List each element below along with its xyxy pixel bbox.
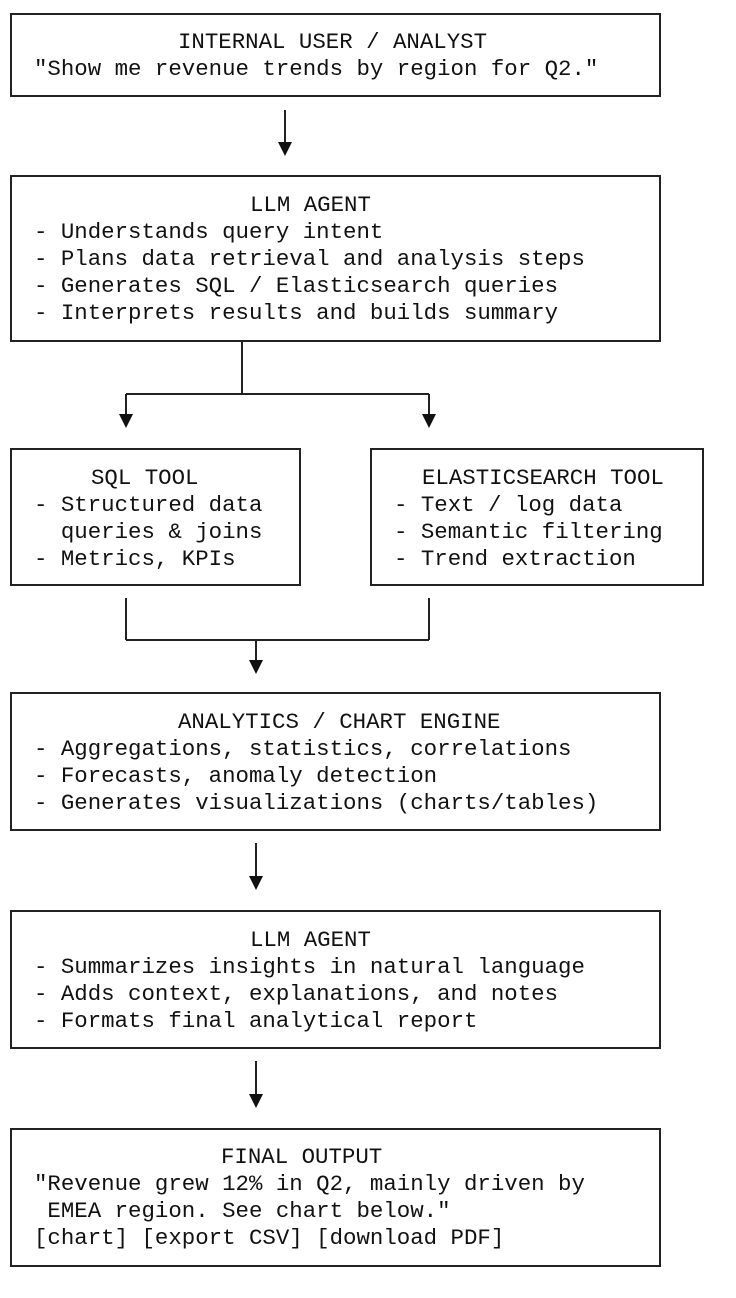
arrowhead-icon: [278, 142, 292, 156]
llm-summary-title: LLM AGENT: [250, 927, 371, 953]
user-query-text: "Show me revenue trends by region for Q2…: [34, 56, 599, 82]
llm-agent-title: LLM AGENT: [250, 192, 371, 218]
arrowhead-icon: [422, 414, 436, 428]
final-output-text: "Revenue grew 12% in Q2, mainly driven b…: [34, 1171, 585, 1197]
analytics-engine-item: - Aggregations, statistics, correlations: [34, 736, 572, 762]
final-output-box: FINAL OUTPUT "Revenue grew 12% in Q2, ma…: [10, 1128, 661, 1267]
user-box: INTERNAL USER / ANALYST "Show me revenue…: [10, 13, 661, 97]
arrowhead-icon: [249, 876, 263, 890]
llm-agent-step: - Understands query intent: [34, 219, 384, 245]
sql-tool-item: - Metrics, KPIs: [34, 546, 236, 572]
elasticsearch-tool-item: - Trend extraction: [394, 546, 636, 572]
llm-summary-item: - Formats final analytical report: [34, 1008, 478, 1034]
elasticsearch-tool-item: - Text / log data: [394, 492, 623, 518]
sql-tool-item: - Structured data: [34, 492, 263, 518]
llm-summary-item: - Summarizes insights in natural languag…: [34, 954, 585, 980]
elasticsearch-tool-item: - Semantic filtering: [394, 519, 663, 545]
final-output-text: EMEA region. See chart below.": [34, 1198, 451, 1224]
llm-agent-step: - Plans data retrieval and analysis step…: [34, 246, 585, 272]
llm-agent-box: LLM AGENT - Understands query intent - P…: [10, 175, 661, 342]
arrowhead-icon: [119, 414, 133, 428]
llm-agent-step: - Generates SQL / Elasticsearch queries: [34, 273, 559, 299]
elasticsearch-tool-title: ELASTICSEARCH TOOL: [422, 465, 664, 491]
llm-summary-item: - Adds context, explanations, and notes: [34, 981, 559, 1007]
user-box-title: INTERNAL USER / ANALYST: [178, 29, 488, 55]
sql-tool-title: SQL TOOL: [91, 465, 199, 491]
llm-summary-box: LLM AGENT - Summarizes insights in natur…: [10, 910, 661, 1049]
analytics-engine-item: - Forecasts, anomaly detection: [34, 763, 438, 789]
llm-agent-step: - Interprets results and builds summary: [34, 300, 559, 326]
arrowhead-icon: [249, 660, 263, 674]
sql-tool-item: queries & joins: [34, 519, 263, 545]
arrowhead-icon: [249, 1094, 263, 1108]
analytics-engine-box: ANALYTICS / CHART ENGINE - Aggregations,…: [10, 692, 661, 831]
sql-tool-box: SQL TOOL - Structured data queries & joi…: [10, 448, 301, 586]
analytics-engine-item: - Generates visualizations (charts/table…: [34, 790, 599, 816]
final-output-actions: [chart] [export CSV] [download PDF]: [34, 1225, 505, 1251]
final-output-title: FINAL OUTPUT: [221, 1144, 383, 1170]
analytics-engine-title: ANALYTICS / CHART ENGINE: [178, 709, 501, 735]
elasticsearch-tool-box: ELASTICSEARCH TOOL - Text / log data - S…: [370, 448, 704, 586]
